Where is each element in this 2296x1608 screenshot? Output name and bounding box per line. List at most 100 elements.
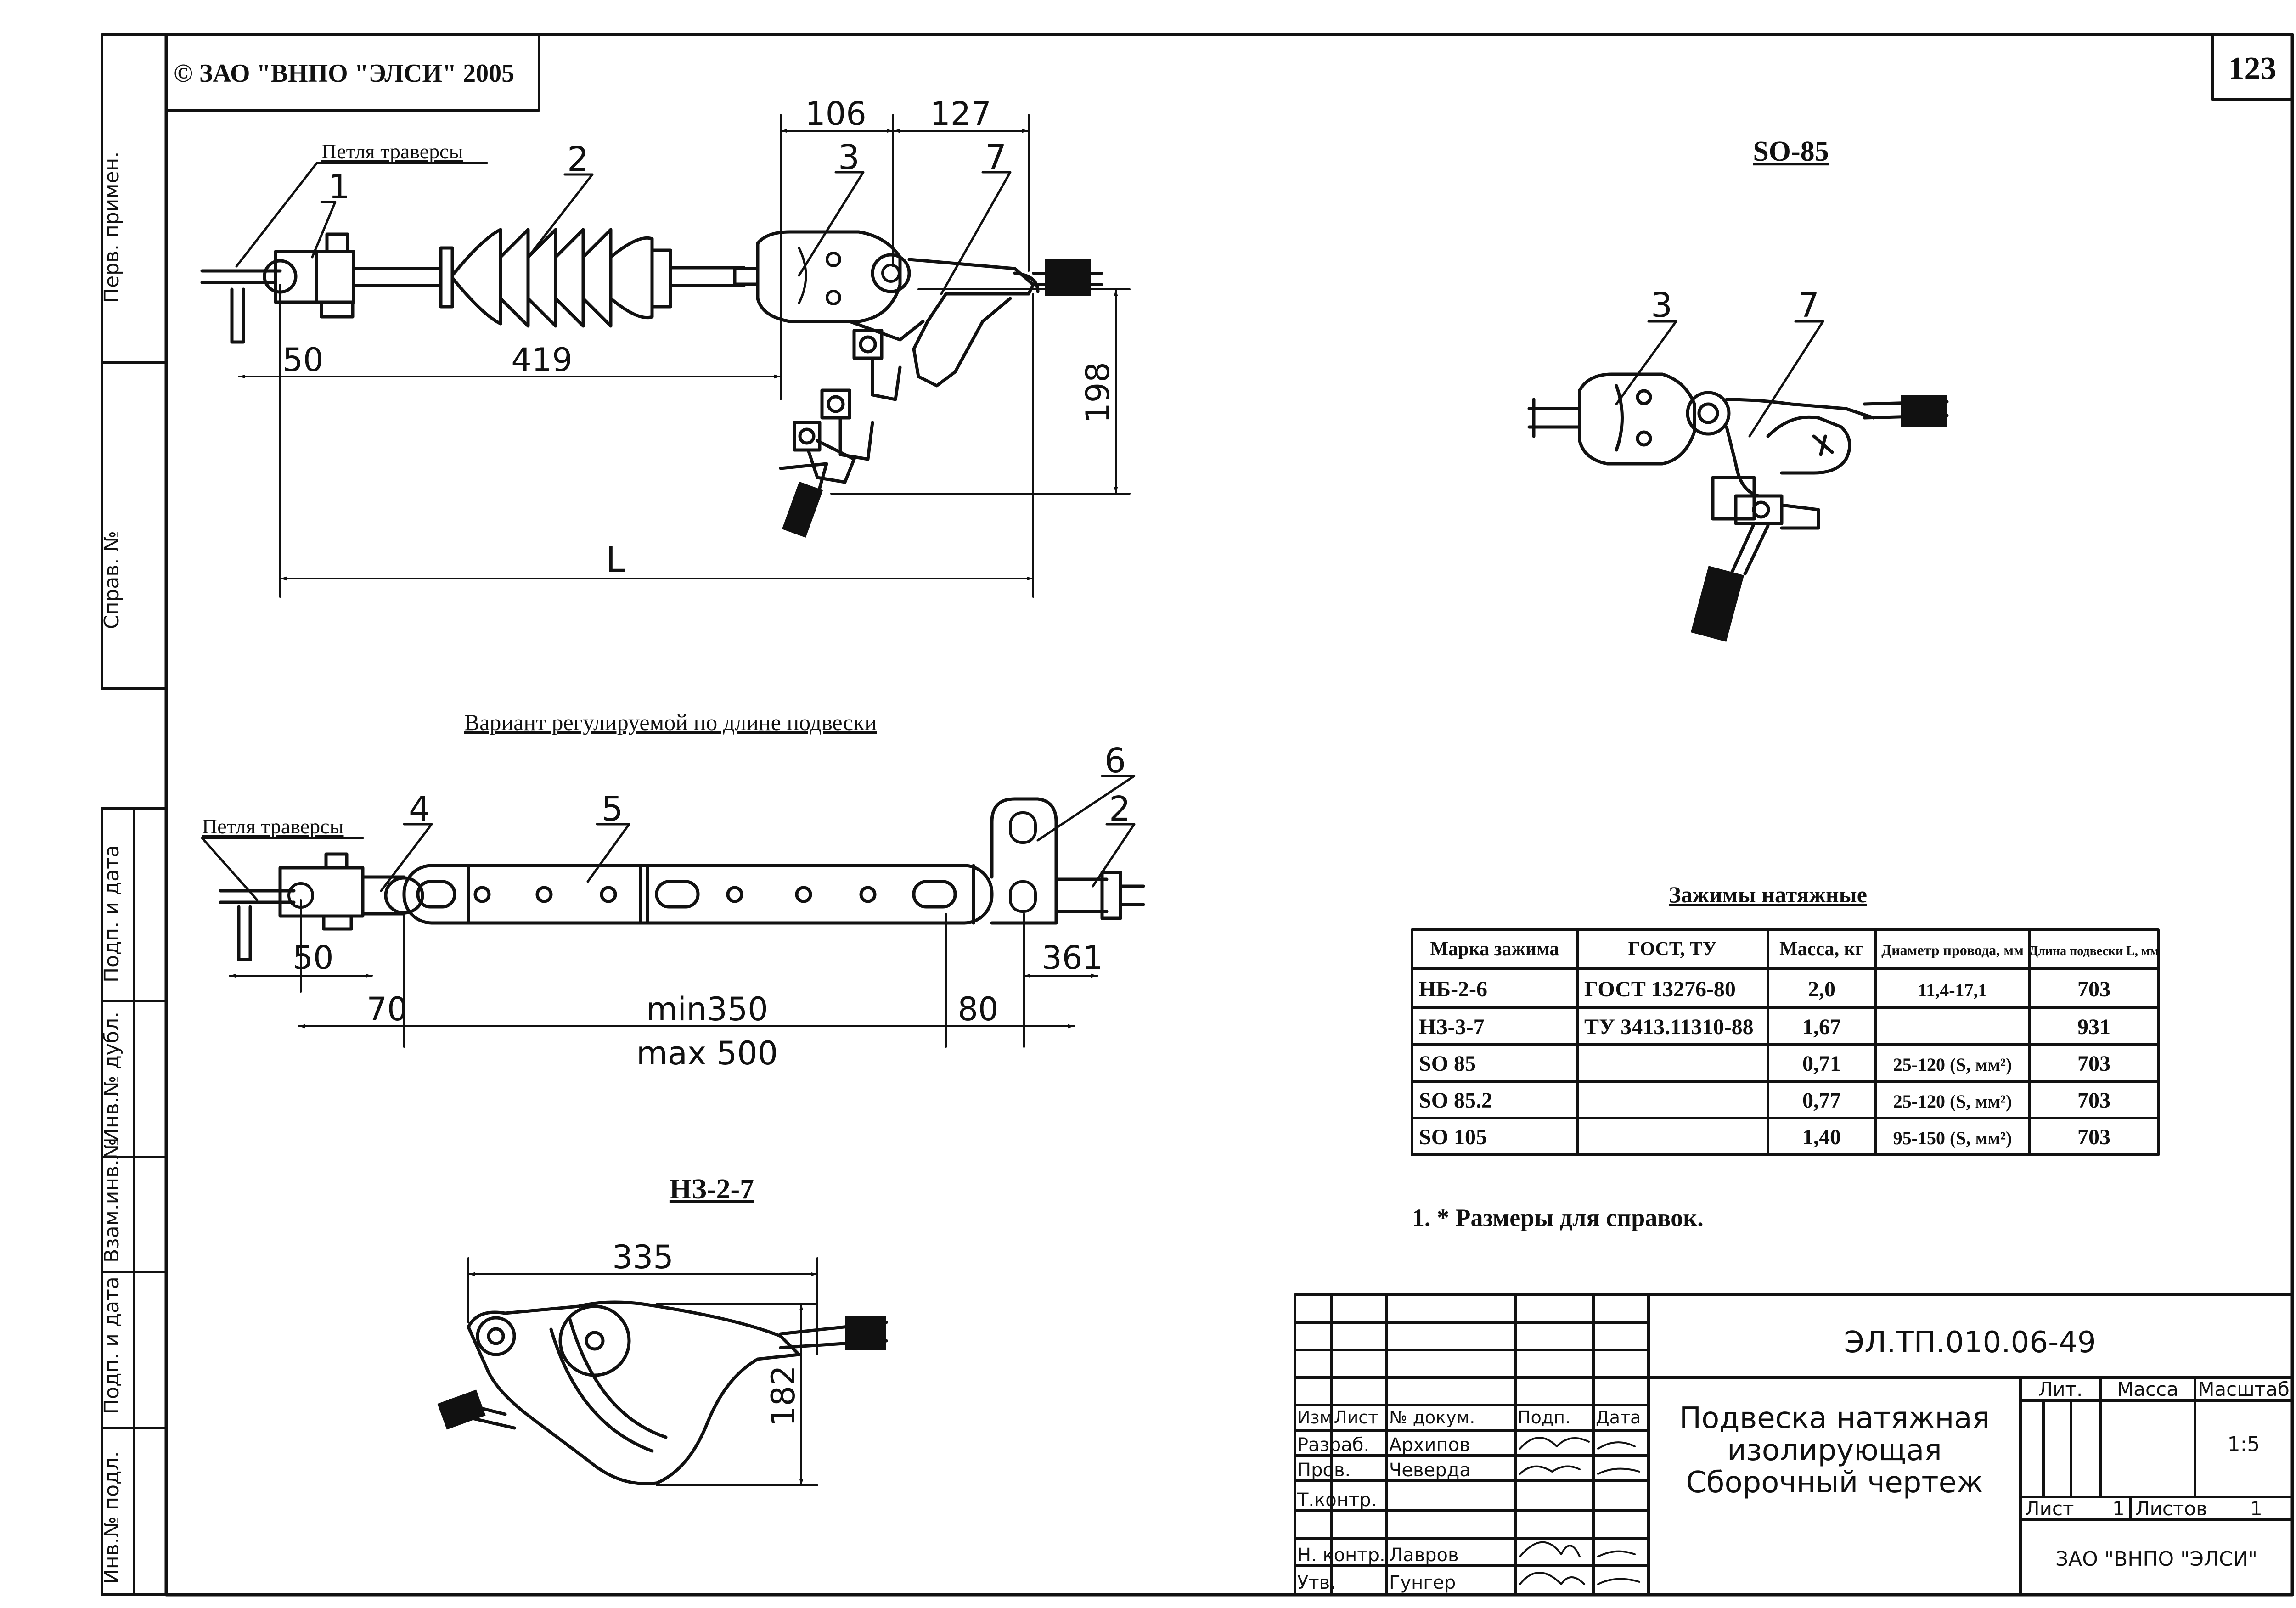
part-leaders-top xyxy=(311,171,1012,295)
dim-70: 70 xyxy=(366,990,407,1028)
doc-name-line-1: Подвеска натяжная xyxy=(1679,1401,1990,1435)
so-part-7-label: 7 xyxy=(1798,286,1819,325)
stamp-vzam-inv: Взам.инв.№ xyxy=(100,1138,124,1263)
doc-code: ЭЛ.ТП.010.06-49 xyxy=(1844,1326,2096,1360)
nz-conductor-end-left xyxy=(437,1389,486,1430)
dim-80: 80 xyxy=(957,990,998,1028)
table-cell-r1-c4: 931 xyxy=(2077,1015,2110,1039)
table-cell-r3-c0: SO 85.2 xyxy=(1419,1088,1492,1113)
tb-role-5: Утв. xyxy=(1297,1572,1336,1593)
nz-title: НЗ-2-7 xyxy=(670,1174,754,1205)
part-6-label: 6 xyxy=(1104,741,1126,781)
table-title: Зажимы натяжные xyxy=(1669,882,1867,907)
tb-role-4: Н. контр. xyxy=(1297,1545,1385,1566)
dim-L: L xyxy=(606,539,625,580)
part-1-label: 1 xyxy=(328,167,350,207)
sheets-value: 1 xyxy=(2250,1497,2262,1520)
stamp-perv-primen: Перв. примен. xyxy=(100,152,124,303)
table-cell-r4-c4: 703 xyxy=(2077,1125,2110,1149)
table-cell-r2-c4: 703 xyxy=(2077,1051,2110,1076)
clamp-table: Зажимы натяжные Марка зажима ГОСТ, ТУ Ма… xyxy=(1411,882,2160,1156)
dim-min350: min350 xyxy=(646,990,768,1028)
part-2-variant-label: 2 xyxy=(1109,789,1131,829)
side-stamp-columns xyxy=(101,33,168,1596)
dim-361: 361 xyxy=(1041,939,1103,977)
nz-dimensions xyxy=(467,1257,818,1486)
top-loop-label: Петля траверсы xyxy=(321,140,463,163)
table-cell-r2-c0: SO 85 xyxy=(1419,1051,1476,1076)
part-4-label: 4 xyxy=(409,789,430,829)
tb-name-1: Чеверда xyxy=(1389,1460,1471,1481)
title-block: ЭЛ.ТП.010.06-49 Подвеска натяжная изолир… xyxy=(1294,1293,2294,1596)
table-cell-r1-c2: 1,67 xyxy=(1802,1015,1841,1039)
dim-335: 335 xyxy=(612,1238,674,1276)
tb-name-4: Лавров xyxy=(1389,1545,1459,1566)
part-2-label: 2 xyxy=(567,140,589,179)
sheet-value: 1 xyxy=(2112,1497,2125,1520)
side-stamp-labels: Перв. примен. Справ. № Подп. и дата Инв.… xyxy=(100,152,124,1584)
so-title: SO-85 xyxy=(1753,136,1829,167)
doc-name-line-3: Сборочный чертеж xyxy=(1686,1466,1983,1500)
dim-127: 127 xyxy=(930,95,991,133)
dim-max500: max 500 xyxy=(636,1035,778,1072)
table-cell-r0-c4: 703 xyxy=(2077,977,2110,1001)
table-cell-r0-c3: 11,4-17,1 xyxy=(1918,980,1987,1001)
table-cell-r3-c2: 0,77 xyxy=(1802,1088,1841,1113)
top-assembly-view: Петля траверсы xyxy=(200,95,1131,598)
scale-label: Масштаб xyxy=(2198,1378,2290,1400)
dim-50-variant: 50 xyxy=(293,939,333,977)
tb-head-data: Дата xyxy=(1596,1407,1641,1428)
part-7-label: 7 xyxy=(985,138,1007,177)
part-5-label: 5 xyxy=(602,789,623,829)
dim-50-top: 50 xyxy=(282,341,323,379)
tb-role-1: Пров. xyxy=(1297,1460,1351,1481)
so-part-3-label: 3 xyxy=(1651,286,1672,325)
tb-head-list: Лист xyxy=(1334,1407,1378,1428)
table-cell-r4-c3: 95-150 (S, мм²) xyxy=(1893,1128,2012,1148)
table-cell-r1-c1: ТУ 3413.11310-88 xyxy=(1584,1015,1754,1039)
copyright-box: © ЗАО "ВНПО "ЭЛСИ" 2005 xyxy=(165,33,540,112)
stamp-podp-data-1: Подп. и дата xyxy=(100,845,124,983)
tb-name-5: Гунгер xyxy=(1389,1572,1456,1593)
nz-2-7-view: НЗ-2-7 335 182 xyxy=(437,1174,888,1486)
stamp-podp-data-2: Подп. и дата xyxy=(100,1276,124,1414)
sheet-frame xyxy=(164,33,2294,1597)
tb-head-doc: № докум. xyxy=(1389,1407,1475,1428)
table-cell-r0-c1: ГОСТ 13276-80 xyxy=(1584,977,1736,1001)
table-cell-r2-c3: 25-120 (S, мм²) xyxy=(1893,1054,2012,1075)
nz-conductor-end-right xyxy=(845,1316,886,1350)
table-cell-r0-c2: 2,0 xyxy=(1808,977,1835,1001)
copyright-text: © ЗАО "ВНПО "ЭЛСИ" 2005 xyxy=(174,59,514,88)
sheet-label: Лист xyxy=(2025,1497,2074,1520)
tb-name-0: Архипов xyxy=(1389,1434,1470,1456)
conductor-end-top xyxy=(1045,259,1091,296)
scale-value: 1:5 xyxy=(2228,1433,2260,1456)
note-text: 1. * Размеры для справок. xyxy=(1412,1204,1704,1231)
adjusting-link-plates xyxy=(402,864,994,925)
doc-name-line-2: изолирующая xyxy=(1727,1434,1942,1467)
variant-loop-label: Петля траверсы xyxy=(202,815,343,838)
table-cell-r4-c0: SO 105 xyxy=(1419,1125,1487,1149)
dim-198: 198 xyxy=(1079,362,1117,423)
table-cell-r2-c2: 0,71 xyxy=(1802,1051,1841,1076)
dim-419: 419 xyxy=(511,341,573,379)
table-cell-r3-c4: 703 xyxy=(2077,1088,2110,1113)
th-mass: Масса, кг xyxy=(1779,939,1864,960)
so-conductor-end-bottom xyxy=(1690,566,1745,642)
sheet-number: 123 xyxy=(2228,51,2277,86)
part-leaders-variant xyxy=(380,775,1136,892)
sheets-label: Листов xyxy=(2135,1497,2207,1520)
variant-assembly-view: Вариант регулируемой по длине подвески П… xyxy=(201,709,1145,1072)
tb-head-izm: Изм. xyxy=(1297,1407,1338,1428)
table-cell-r0-c0: НБ-2-6 xyxy=(1419,977,1487,1001)
top-dimensions xyxy=(238,114,1131,598)
so-85-view: SO-85 3 7 xyxy=(1527,136,1949,642)
conductor-end-bottom xyxy=(782,481,823,538)
table-cell-r4-c2: 1,40 xyxy=(1802,1125,1841,1149)
sheet-number-box: 123 xyxy=(2211,33,2294,101)
tb-role-2: Т.контр. xyxy=(1297,1490,1377,1511)
